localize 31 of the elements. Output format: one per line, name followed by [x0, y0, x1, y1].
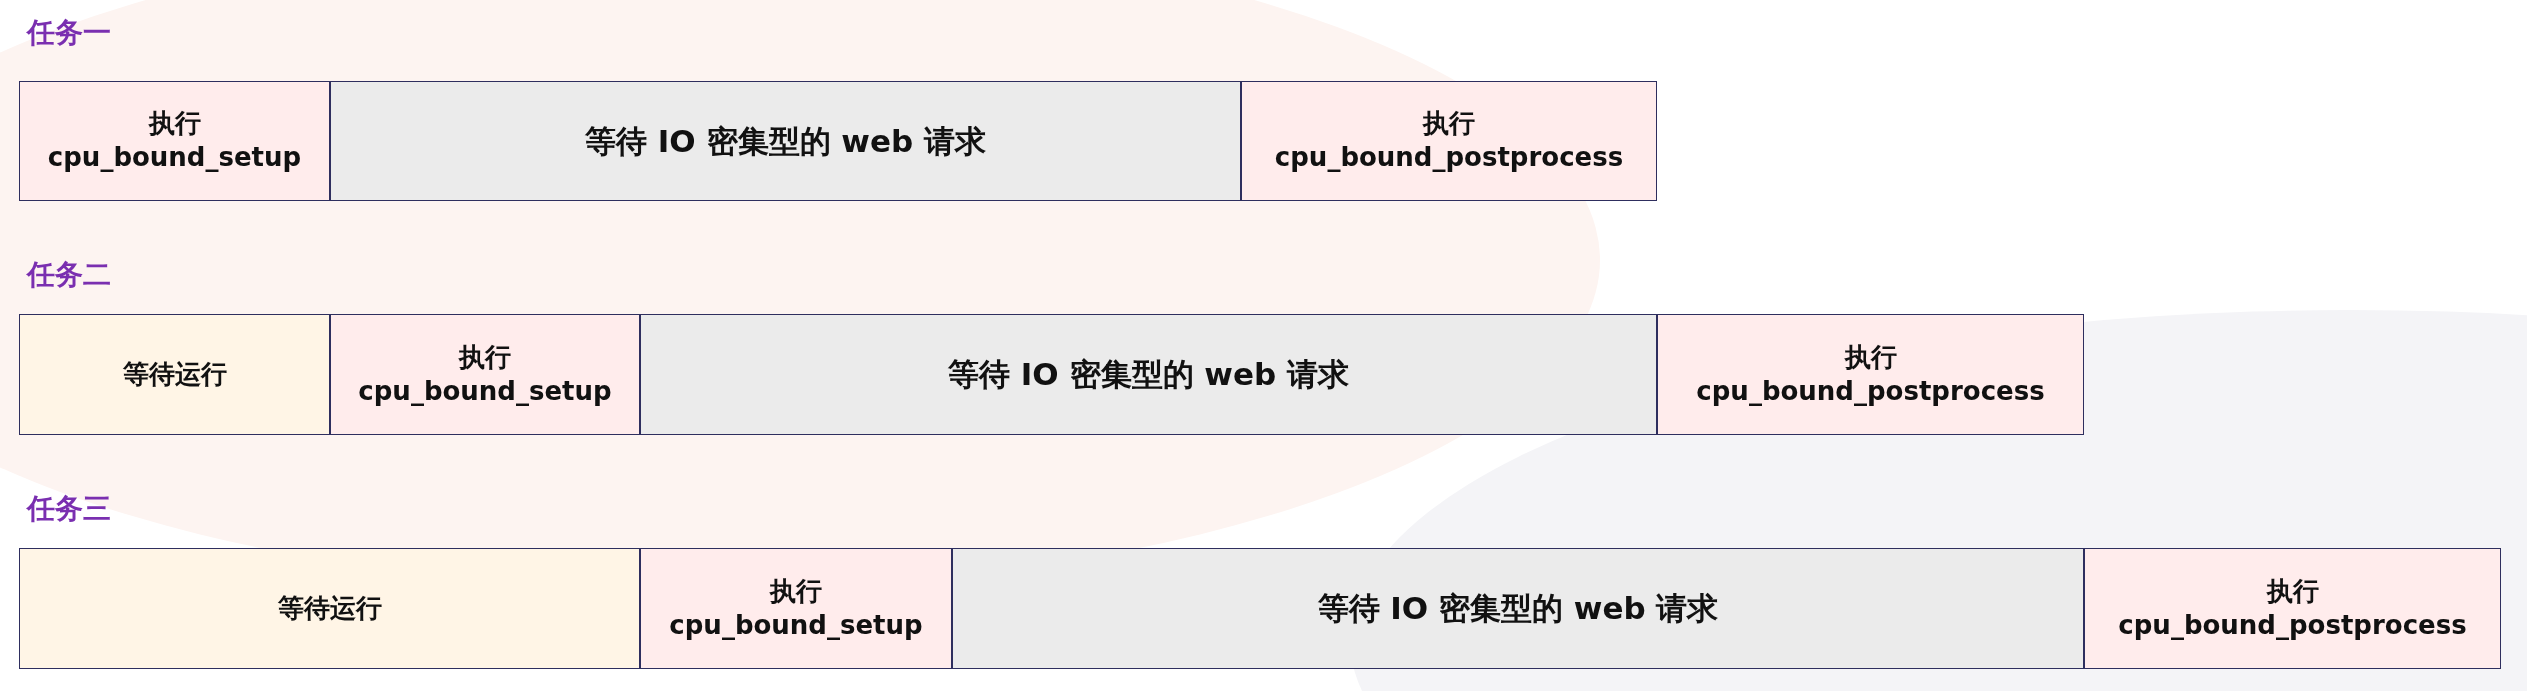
segment-label: 等待 IO 密集型的 web 请求	[948, 355, 1349, 395]
segment-label: cpu_bound_postprocess	[1274, 141, 1624, 174]
timeline-segment	[640, 548, 952, 669]
timeline-segment	[640, 314, 1657, 435]
segment-label: 执行	[1423, 107, 1475, 141]
timeline-segment	[330, 81, 1241, 201]
segment-label: 执行	[148, 107, 201, 141]
segment-label: 等待 IO 密集型的 web 请求	[1317, 589, 1719, 629]
segment-label: 执行	[2266, 574, 2319, 608]
timeline-segment	[330, 314, 640, 435]
task-title: 任务二	[27, 257, 111, 293]
timeline-segment	[1657, 314, 2084, 435]
timeline-segment	[2084, 548, 2501, 669]
segment-label: 等待运行	[277, 591, 382, 625]
segment-label: 执行	[770, 574, 822, 608]
task-title: 任务三	[27, 491, 111, 527]
timeline-segment	[19, 81, 330, 201]
timeline-segment	[19, 314, 330, 435]
segment-label: cpu_bound_setup	[358, 374, 612, 408]
segment-label: 执行	[459, 340, 511, 374]
timeline-segment	[1241, 81, 1657, 201]
timeline-segment	[952, 548, 2084, 669]
segment-label: cpu_bound_postprocess	[2118, 608, 2467, 642]
timeline-segment	[19, 548, 640, 669]
segment-label: cpu_bound_setup	[47, 141, 302, 174]
segment-label: 等待运行	[122, 357, 227, 391]
segment-label: cpu_bound_setup	[669, 608, 923, 642]
segment-label: 等待 IO 密集型的 web 请求	[585, 121, 986, 161]
task-title: 任务一	[27, 15, 111, 51]
segment-label: 执行	[1844, 340, 1897, 374]
segment-label: cpu_bound_postprocess	[1696, 374, 2045, 408]
